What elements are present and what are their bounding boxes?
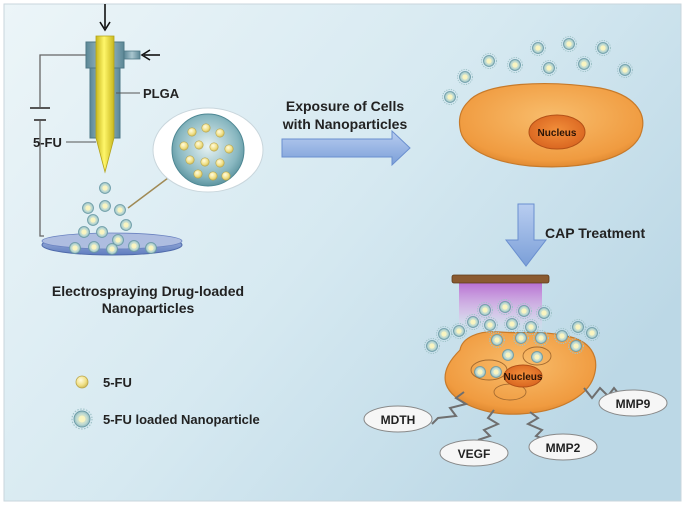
inlet-port [123, 50, 141, 60]
nanoparticle-zoom [127, 107, 264, 209]
marker-mdth: MDTH [363, 405, 433, 433]
electrospray-caption-line2: Nanoparticles [102, 300, 195, 316]
marker-mmp2: MMP2 [528, 433, 598, 461]
drug-label: 5-FU [33, 135, 62, 150]
legend-nanoparticle-icon [71, 408, 93, 430]
marker-mmp9-label: MMP9 [616, 397, 651, 411]
legend-drug-icon [75, 375, 89, 389]
circuit-wire [39, 54, 92, 237]
electrode [451, 274, 550, 284]
marker-mmp9: MMP9 [598, 389, 668, 417]
legend-drug-label: 5-FU [103, 375, 132, 390]
marker-connectors [431, 386, 623, 441]
exposure-caption-line2: with Nanoparticles [282, 116, 408, 132]
marker-vegf-label: VEGF [458, 447, 491, 461]
marker-mdth-label: MDTH [381, 413, 416, 427]
nucleus-treated-label: Nucleus [504, 372, 543, 383]
cap-arrow-icon [504, 203, 548, 267]
legend-nanoparticle-label: 5-FU loaded Nanoparticle [103, 412, 260, 427]
nucleus-treated [503, 364, 543, 388]
untreated-cell: Nucleus [458, 83, 644, 168]
marker-mmp2-label: MMP2 [546, 441, 581, 455]
nucleus-label: Nucleus [538, 128, 577, 139]
legend: 5-FU 5-FU loaded Nanoparticle [71, 375, 260, 430]
exposure-caption-line1: Exposure of Cells [286, 98, 404, 114]
needle-core [95, 35, 115, 174]
plga-label: PLGA [143, 86, 180, 101]
cap-treatment-label: CAP Treatment [545, 225, 645, 241]
exposure-arrow-icon [281, 129, 411, 167]
electrospray-apparatus: PLGA 5-FU [30, 4, 183, 256]
electrospray-caption-line1: Electrospraying Drug-loaded [52, 283, 244, 299]
marker-vegf: VEGF [439, 439, 509, 467]
nucleus [528, 114, 586, 150]
treated-cell: Nucleus [444, 331, 597, 415]
